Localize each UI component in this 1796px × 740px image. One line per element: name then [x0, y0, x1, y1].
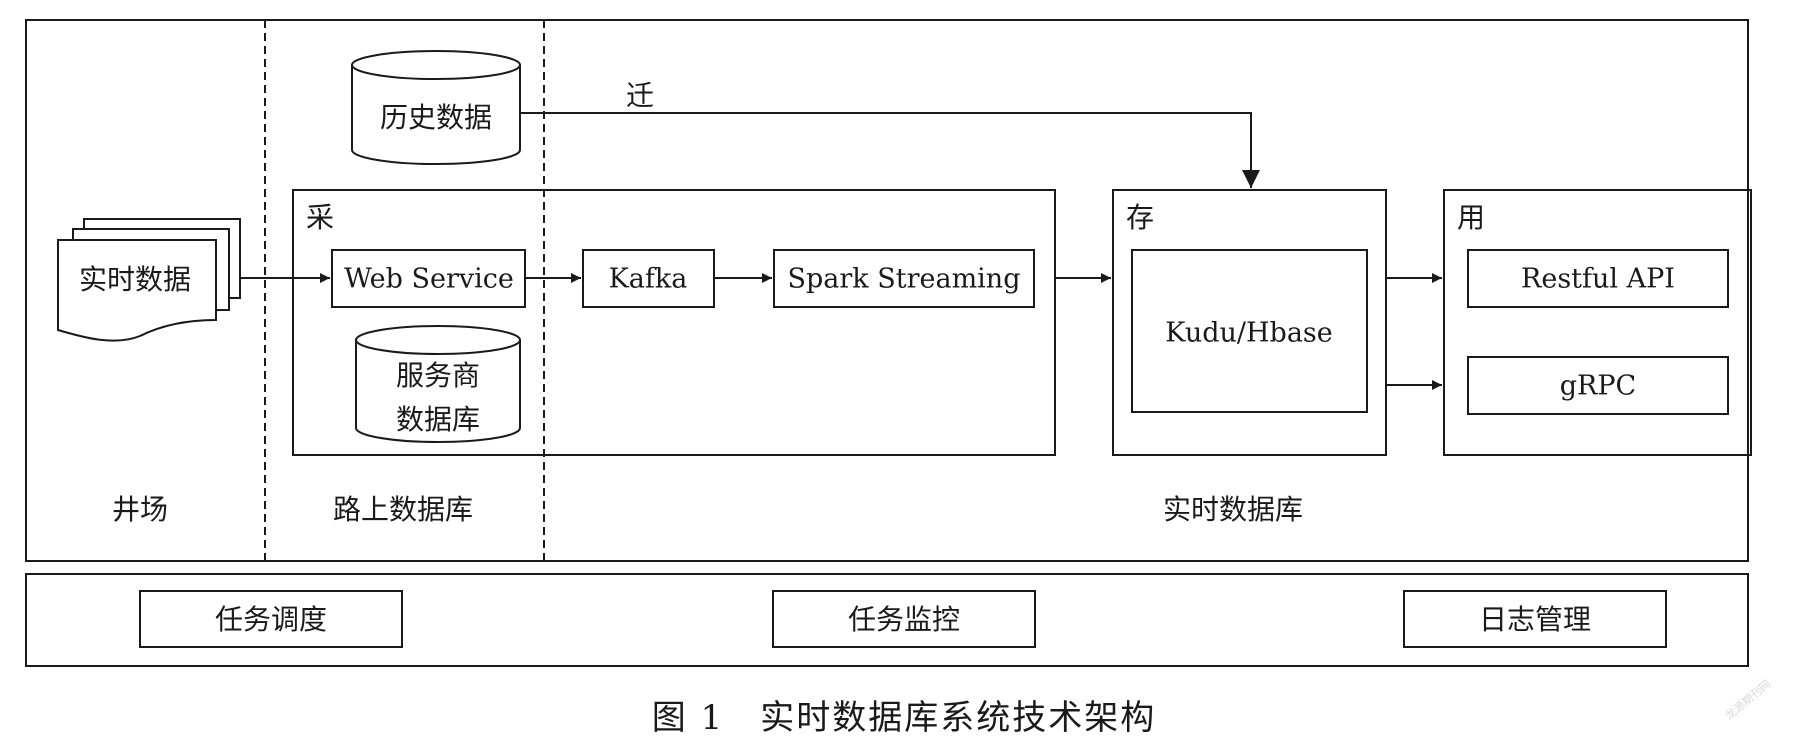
grpc-box	[1467, 356, 1729, 415]
history-data-label: 历史数据	[379, 101, 493, 134]
provider-db-cylinder	[355, 325, 521, 443]
store-group-label: 存	[1126, 201, 1155, 234]
web-service-label: Web Service	[344, 263, 514, 295]
restful-api-box	[1467, 249, 1729, 308]
grpc-label: gRPC	[1559, 370, 1637, 402]
kudu-hbase-label: Kudu/Hbase	[1165, 317, 1333, 349]
zone-label-field: 井场	[111, 493, 169, 526]
arrow-history-migrate-to-store	[520, 112, 1260, 188]
task-monitoring-label: 任务监控	[847, 603, 961, 636]
log-management-box	[1403, 590, 1667, 648]
task-monitoring-box	[772, 590, 1036, 648]
collect-group-label: 采	[306, 201, 335, 234]
use-group-label: 用	[1457, 201, 1486, 234]
task-scheduling-label: 任务调度	[214, 603, 328, 636]
figure-caption: 图 1 实时数据库系统技术架构	[651, 698, 1157, 738]
use-group-box	[1443, 189, 1752, 456]
store-group-box	[1112, 189, 1387, 456]
provider-db-label-line2: 数据库	[395, 403, 481, 436]
main-frame	[25, 19, 1749, 562]
migrate-label: 迁	[625, 79, 655, 112]
provider-db-label-line1: 服务商	[395, 359, 481, 392]
history-db-cylinder	[351, 50, 521, 165]
bottom-bar-frame	[25, 573, 1749, 667]
zone-label-road-db: 路上数据库	[332, 493, 474, 526]
realtime-data-label: 实时数据	[78, 263, 192, 296]
task-scheduling-box	[139, 590, 403, 648]
kafka-label: Kafka	[608, 263, 688, 295]
log-management-label: 日志管理	[1478, 603, 1592, 636]
spark-streaming-box	[773, 249, 1035, 308]
restful-api-label: Restful API	[1521, 263, 1675, 295]
zone-label-realtime-db: 实时数据库	[1162, 493, 1304, 526]
collect-group-box	[292, 189, 1056, 456]
realtime-data-document-icon	[57, 218, 241, 342]
spark-streaming-label: Spark Streaming	[787, 263, 1021, 295]
kudu-hbase-box	[1131, 249, 1368, 413]
